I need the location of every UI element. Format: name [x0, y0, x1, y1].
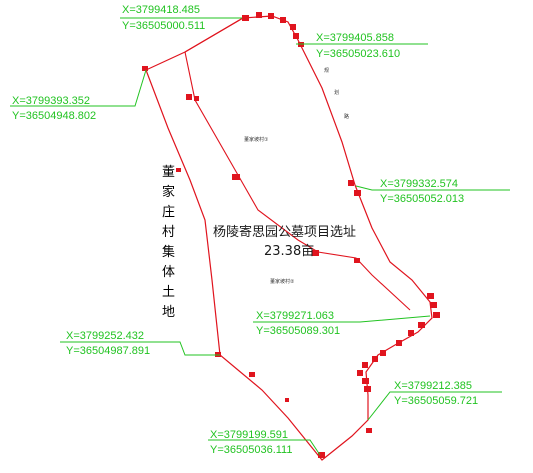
coord-1-x: X=3799418.485: [122, 4, 200, 16]
village-char: 庄: [162, 204, 175, 220]
coord-8-y: Y=36505036.111: [210, 444, 292, 456]
parcel-label-1: 董家坡村①: [244, 136, 269, 143]
road-char: 划: [334, 89, 339, 96]
coord-3-y: Y=36504948.802: [12, 110, 96, 122]
site-title: 杨陵寄思园公墓项目选址: [213, 224, 356, 240]
coord-3-x: X=3799393.352: [12, 95, 90, 107]
village-char: 村: [162, 225, 175, 240]
site-area: 23.38亩: [264, 243, 314, 259]
village-land-label: 董 家 庄 村 集 体 土 地: [162, 165, 175, 320]
village-char: 家: [162, 184, 175, 200]
coord-4-x: X=3799332.574: [380, 178, 458, 190]
village-char: 土: [162, 285, 175, 300]
coord-7-x: X=3799212.385: [394, 380, 472, 392]
road-label: 规 划 路: [324, 67, 349, 120]
coord-7-y: Y=36505059.721: [394, 395, 478, 407]
division-line-2: [184, 17, 244, 53]
village-char: 地: [162, 305, 175, 320]
village-char: 董: [162, 165, 175, 180]
coord-4-y: Y=36505052.013: [380, 193, 464, 205]
coord-6-y: Y=36504987.891: [66, 345, 150, 357]
division-line-1: [184, 51, 411, 311]
coord-6-x: X=3799252.432: [66, 330, 144, 342]
village-char: 体: [162, 265, 175, 280]
boundary-markers: [142, 12, 440, 458]
parcel-boundary: [145, 15, 433, 461]
coord-5-x: X=3799271.063: [256, 310, 334, 322]
coord-2-x: X=3799405.858: [316, 32, 394, 44]
coord-2-y: Y=36505023.610: [316, 48, 400, 60]
coord-5-y: Y=36505089.301: [256, 325, 340, 337]
coordinate-leaders: [10, 17, 510, 456]
road-char: 规: [324, 67, 329, 74]
parcel-label-2: 董家坡村②: [270, 278, 295, 285]
village-char: 集: [162, 244, 175, 260]
coord-8-x: X=3799199.591: [210, 429, 288, 441]
coord-1-y: Y=36505000.511: [122, 20, 205, 32]
coordinate-labels: X=3799418.485 Y=36505000.511 X=3799405.8…: [12, 4, 478, 456]
road-char: 路: [344, 113, 349, 120]
